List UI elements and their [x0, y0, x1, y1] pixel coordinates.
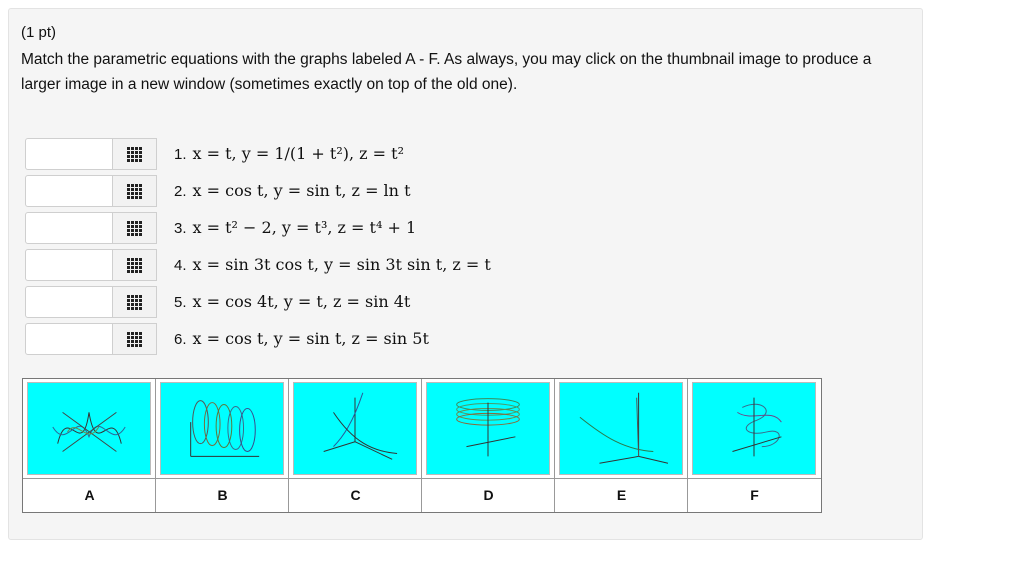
equation-text: x = sin 3t cos t, y = sin 3t sin t, z = …: [192, 255, 491, 274]
graph-label-f: F: [688, 478, 821, 513]
equation-number: 4.: [174, 257, 187, 274]
graph-cell-a: A: [23, 379, 156, 512]
graph-cell-b: B: [156, 379, 289, 512]
equation-6: 6. x = cos t, y = sin t, z = sin 5t: [174, 329, 429, 349]
graph-cell-f: F: [688, 379, 821, 512]
equation-text: x = cos t, y = sin t, z = ln t: [192, 181, 411, 200]
equation-number: 6.: [174, 331, 187, 348]
equation-2: 2. x = cos t, y = sin t, z = ln t: [174, 181, 411, 201]
graph-label-b: B: [156, 478, 289, 513]
equation-number: 5.: [174, 294, 187, 311]
equation-row-2: 2. x = cos t, y = sin t, z = ln t: [25, 175, 545, 209]
equation-row-5: 5. x = cos 4t, y = t, z = sin 4t: [25, 286, 545, 320]
equation-text: x = t, y = 1/(1 + t²), z = t²: [192, 144, 405, 163]
problem-instructions: Match the parametric equations with the …: [21, 51, 872, 93]
graph-a-thumbnail[interactable]: [27, 382, 151, 475]
answer-input-1[interactable]: [25, 138, 113, 170]
graph-label-c: C: [289, 478, 422, 513]
graph-cell-d: D: [422, 379, 555, 512]
graph-label-a: A: [23, 478, 156, 513]
equation-number: 3.: [174, 220, 187, 237]
equation-text: x = cos 4t, y = t, z = sin 4t: [192, 292, 411, 311]
grid-menu-icon[interactable]: [113, 138, 157, 170]
points-label: (1 pt): [21, 24, 57, 41]
grid-menu-icon[interactable]: [113, 286, 157, 318]
answer-input-4[interactable]: [25, 249, 113, 281]
grid-menu-icon[interactable]: [113, 249, 157, 281]
grid-menu-icon[interactable]: [113, 323, 157, 355]
equation-4: 4. x = sin 3t cos t, y = sin 3t sin t, z …: [174, 255, 491, 275]
equation-5: 5. x = cos 4t, y = t, z = sin 4t: [174, 292, 410, 312]
equation-text: x = cos t, y = sin t, z = sin 5t: [192, 329, 429, 348]
graph-b-thumbnail[interactable]: [160, 382, 284, 475]
answer-input-2[interactable]: [25, 175, 113, 207]
equation-row-6: 6. x = cos t, y = sin t, z = sin 5t: [25, 323, 545, 357]
equation-3: 3. x = t² − 2, y = t³, z = t⁴ + 1: [174, 218, 416, 238]
graph-cell-e: E: [555, 379, 688, 512]
grid-menu-icon[interactable]: [113, 212, 157, 244]
graph-d-thumbnail[interactable]: [426, 382, 550, 475]
equation-number: 1.: [174, 146, 187, 163]
graph-table: A B C: [22, 378, 822, 513]
equation-1: 1. x = t, y = 1/(1 + t²), z = t²: [174, 144, 404, 164]
answer-input-6[interactable]: [25, 323, 113, 355]
problem-panel: (1 pt) Match the parametric equations wi…: [8, 8, 923, 540]
grid-menu-icon[interactable]: [113, 175, 157, 207]
graph-c-thumbnail[interactable]: [293, 382, 417, 475]
graph-cell-c: C: [289, 379, 422, 512]
graph-label-e: E: [555, 478, 688, 513]
graph-label-d: D: [422, 478, 555, 513]
equation-row-4: 4. x = sin 3t cos t, y = sin 3t sin t, z …: [25, 249, 545, 283]
equation-row-1: 1. x = t, y = 1/(1 + t²), z = t²: [25, 138, 545, 172]
equation-number: 2.: [174, 183, 187, 200]
answer-input-3[interactable]: [25, 212, 113, 244]
graph-f-thumbnail[interactable]: [692, 382, 816, 475]
equation-row-3: 3. x = t² − 2, y = t³, z = t⁴ + 1: [25, 212, 545, 246]
equation-text: x = t² − 2, y = t³, z = t⁴ + 1: [192, 218, 417, 237]
graph-e-thumbnail[interactable]: [559, 382, 683, 475]
answer-input-5[interactable]: [25, 286, 113, 318]
